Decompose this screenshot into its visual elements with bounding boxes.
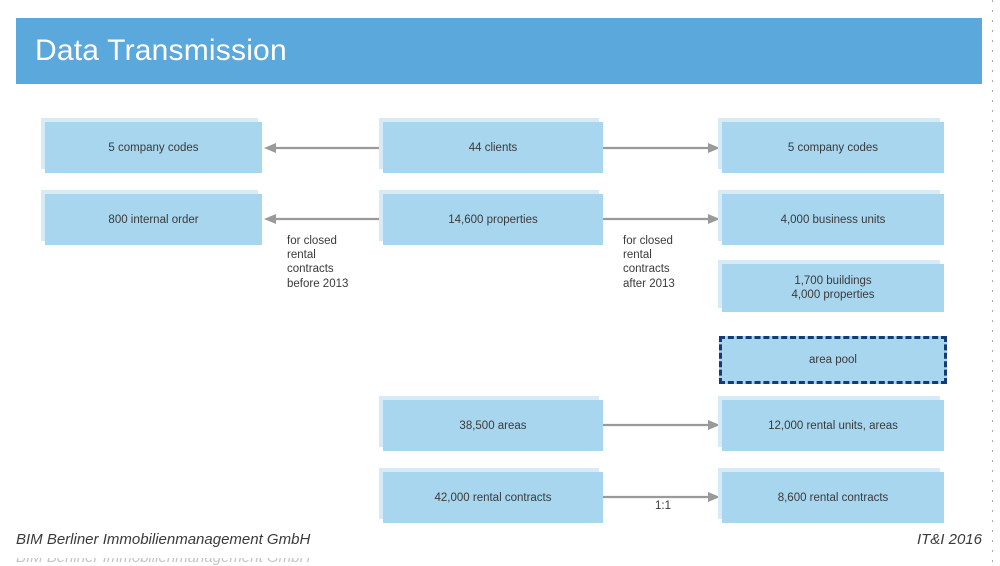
box-label: 38,500 areas [459,419,527,432]
box-middle-clients[interactable]: 44 clients [383,122,603,173]
page-title: Data Transmission [35,34,287,67]
arrow-areas-to-rental-units [603,419,722,431]
slide-right-edge-guide [992,0,993,566]
box-right-buildings[interactable]: 1,700 buildings 4,000 properties [722,264,944,312]
arrow-properties-to-internal-order [262,213,383,225]
box-label: 5 company codes [108,141,199,154]
box-label: 1,700 buildings 4,000 properties [791,275,875,301]
box-label: 8,600 rental contracts [777,491,889,504]
box-right-rental-contracts[interactable]: 8,600 rental contracts [722,472,944,523]
box-label: area pool [809,354,857,366]
box-label: 44 clients [468,141,518,154]
box-middle-areas[interactable]: 38,500 areas [383,400,603,451]
box-label: 14,600 properties [448,213,538,226]
footer-company-name: BIM Berliner Immobilienmanagement GmbH [16,531,311,548]
footer-clipped-echo-text: BIM Berliner Immobilienmanagement GmbH [16,558,310,566]
arrow-properties-to-business-units [603,213,722,225]
box-left-internal-order[interactable]: 800 internal order [45,194,262,245]
footer-clipped-echo: BIM Berliner Immobilienmanagement GmbH [0,558,1000,566]
box-right-rental-units[interactable]: 12,000 rental units, areas [722,400,944,451]
box-label: 800 internal order [108,213,199,226]
header-banner: Data Transmission [16,18,982,84]
ratio-one-to-one: 1:1 [655,500,671,512]
arrow-clients-to-company-codes [262,142,383,154]
box-middle-properties[interactable]: 14,600 properties [383,194,603,245]
box-label: 5 company codes [787,141,879,154]
footer-source: IT&I 2016 [916,531,982,548]
arrow-clients-to-right-company-codes [603,142,722,154]
note-after-2013: for closed rental contracts after 2013 [623,235,675,290]
box-label: 12,000 rental units, areas [768,419,898,432]
arrow-rental-contracts [603,491,722,503]
note-before-2013: for closed rental contracts before 2013 [287,235,349,290]
box-left-company-codes[interactable]: 5 company codes [45,122,262,173]
box-middle-rental-contracts[interactable]: 42,000 rental contracts [383,472,603,523]
box-label: 42,000 rental contracts [434,491,552,504]
box-right-business-units[interactable]: 4,000 business units [722,194,944,245]
box-right-company-codes[interactable]: 5 company codes [722,122,944,173]
box-label: 4,000 business units [780,213,886,226]
box-right-area-pool[interactable]: area pool [719,336,947,384]
